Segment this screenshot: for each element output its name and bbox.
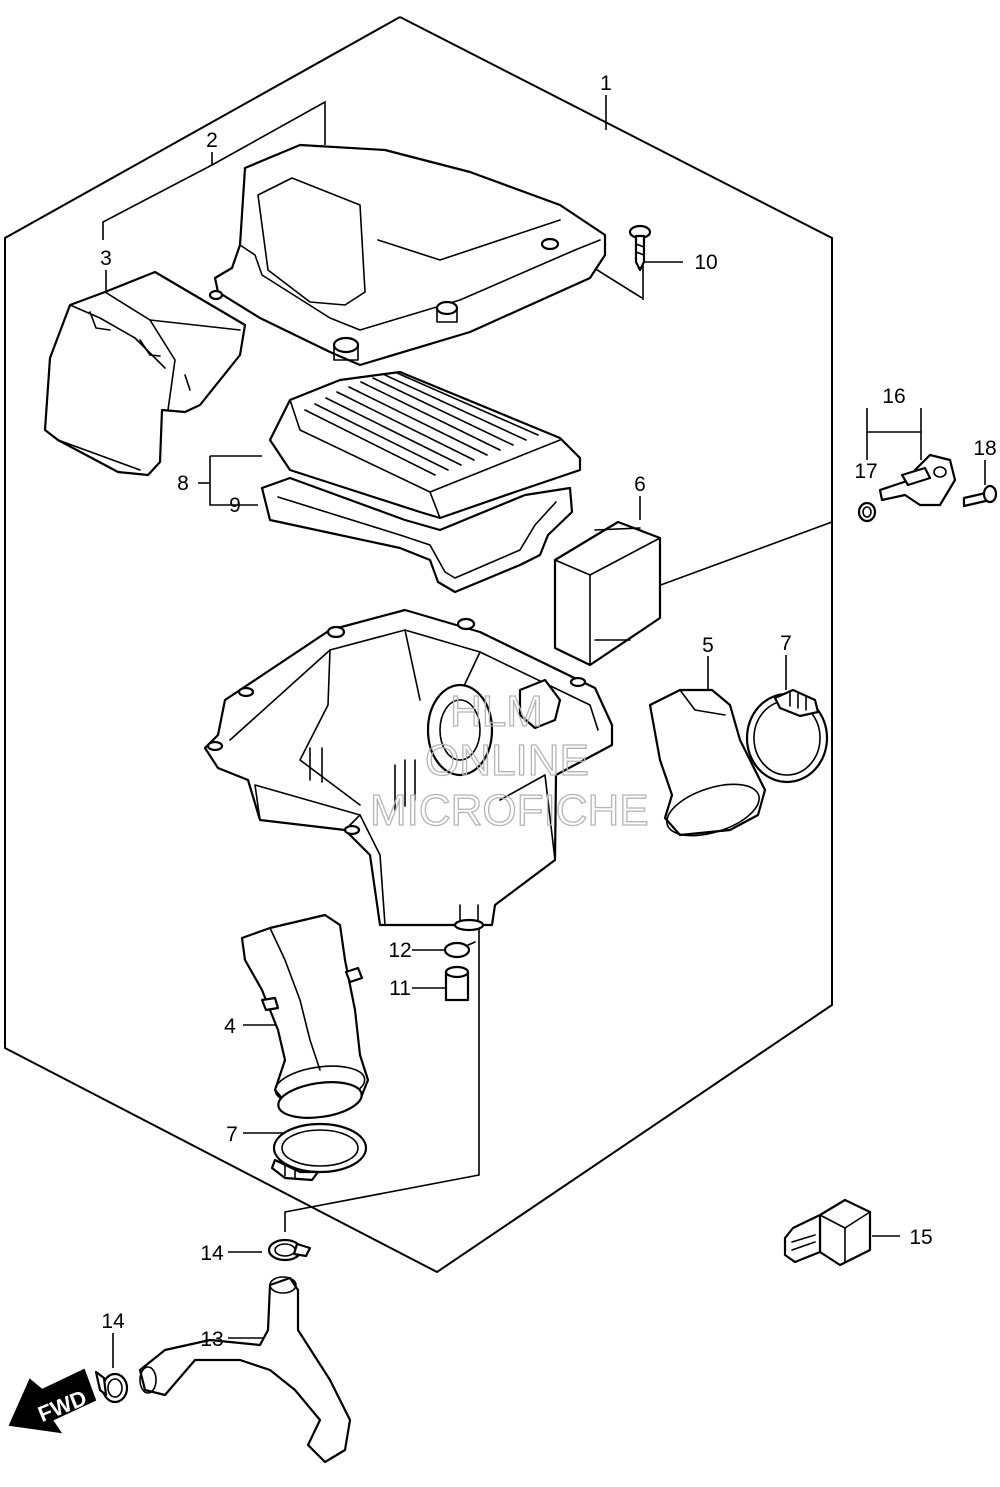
part-5-inlet-funnel (648, 688, 767, 837)
callout-1: 1 (600, 72, 612, 95)
fwd-arrow: FWD (8, 1368, 97, 1434)
callout-18: 18 (973, 437, 996, 460)
callout-4: 4 (224, 1015, 236, 1038)
callout-11: 11 (389, 977, 411, 1000)
part-7-clamp-upper (745, 688, 829, 784)
callout-10: 10 (694, 251, 717, 274)
callout-9: 9 (229, 494, 241, 517)
callout-14-lower: 14 (101, 1310, 125, 1333)
part-11-drain-plug (444, 965, 470, 1002)
part-16-sensor (878, 453, 957, 507)
callout-14-upper: 14 (200, 1242, 224, 1265)
part-15-relay (783, 1198, 872, 1267)
callout-16: 16 (882, 385, 905, 408)
callout-2: 2 (206, 129, 218, 152)
callout-12: 12 (388, 939, 411, 962)
callout-17: 17 (854, 460, 877, 483)
callout-3: 3 (100, 247, 112, 270)
part-10-screw (628, 224, 652, 272)
part-7-clamp-lower (270, 1122, 368, 1182)
watermark-line2: ONLINE (425, 736, 589, 785)
callout-5: 5 (702, 634, 714, 657)
watermark: HLM ONLINE MICROFICHE (369, 686, 649, 835)
part-8-filter-element (268, 370, 582, 520)
part-9-gasket (260, 476, 574, 594)
callout-6: 6 (634, 473, 646, 496)
part-17-o-ring (857, 501, 877, 523)
part-1-lower-case (203, 608, 614, 932)
assembly-frame (4, 16, 833, 1274)
callout-7-lower: 7 (226, 1123, 238, 1146)
watermark-line1: HLM (450, 687, 543, 736)
part-3-intake-duct (43, 270, 247, 477)
leader-lines (102, 95, 986, 1368)
callouts: 1 2 3 4 5 6 7 7 8 9 10 11 12 13 14 14 15… (100, 72, 997, 1351)
part-6-sponge (553, 520, 662, 667)
part-4-hose (240, 913, 370, 1119)
watermark-line3: MICROFICHE (370, 786, 649, 835)
part-14-clamp-upper (267, 1238, 312, 1262)
callout-7-upper: 7 (780, 632, 792, 655)
filter-pleats (304, 372, 539, 476)
part-13-drain-hose (138, 1276, 352, 1464)
callout-13: 13 (200, 1328, 223, 1351)
part-14-clamp-lower (94, 1370, 129, 1404)
callout-8: 8 (177, 472, 189, 495)
part-2-upper-cover (208, 143, 607, 367)
callout-15: 15 (909, 1226, 932, 1249)
part-12-clip (443, 941, 476, 959)
part-18-screw (962, 484, 998, 508)
